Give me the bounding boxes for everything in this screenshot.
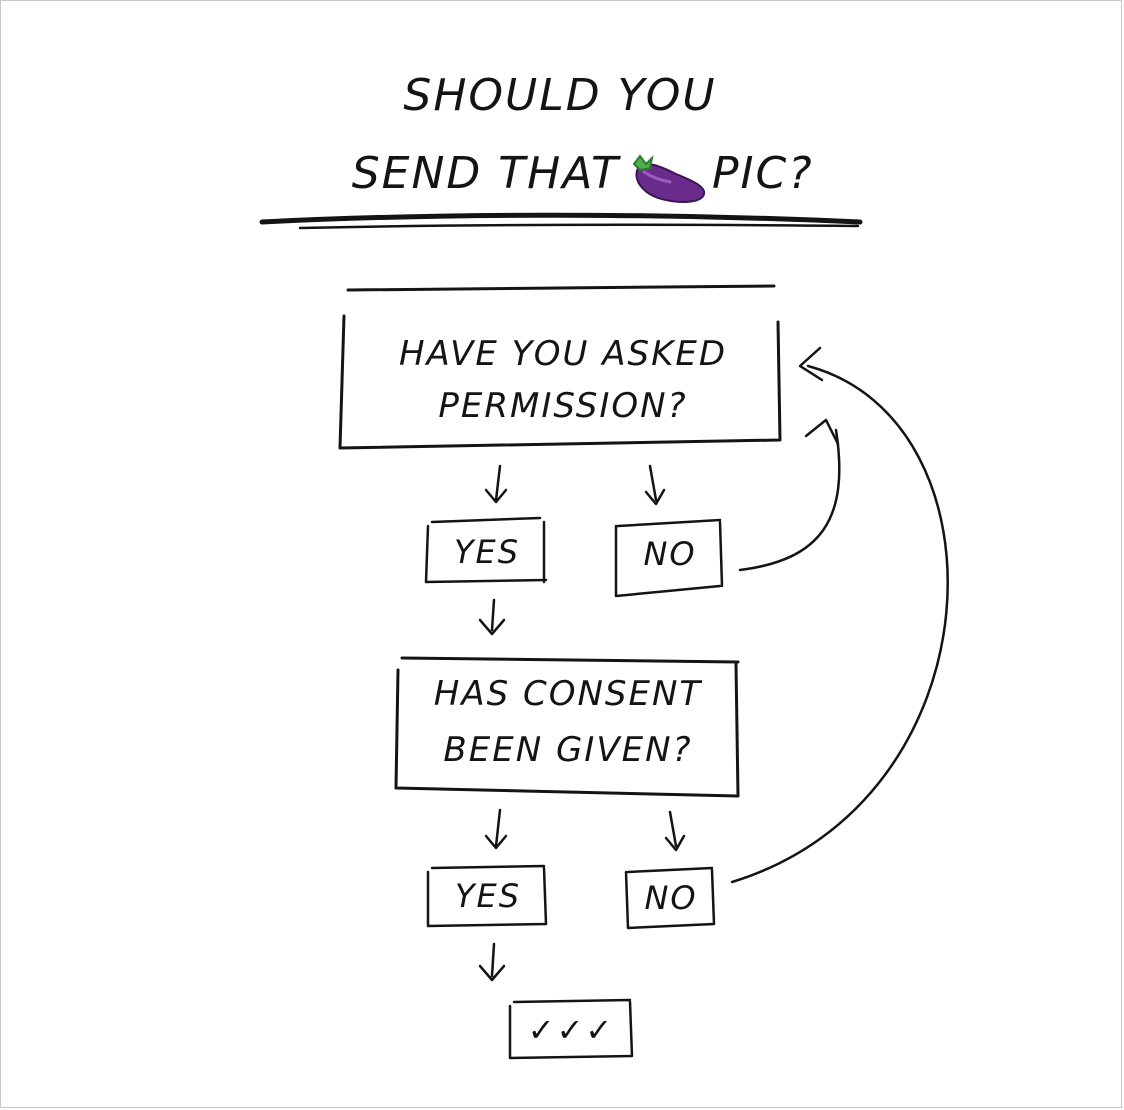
question2-line1: HAS CONSENT	[433, 674, 703, 714]
title-line-2-start: SEND THAT	[351, 148, 620, 199]
no1-box-outline	[614, 518, 724, 598]
answer1-no-label: NO	[643, 535, 697, 573]
question2-box-outline	[394, 656, 740, 798]
arrow-yes1-to-q2	[478, 598, 506, 636]
loop-arrow-no1-to-q1	[738, 428, 841, 572]
arrow-q1-to-no	[644, 464, 666, 506]
question2-line2: BEEN GIVEN?	[443, 730, 693, 770]
yes2-box-outline	[426, 864, 548, 928]
title-line-1: SHOULD YOU	[403, 70, 717, 121]
no2-box-outline	[624, 866, 716, 930]
title-line-2-end: PIC?	[712, 148, 814, 199]
question1-box-outline	[338, 284, 782, 450]
answer2-no-label: NO	[644, 879, 698, 917]
loop-arrow-no2-to-q1	[730, 364, 949, 884]
arrow-q2-to-no	[664, 810, 686, 852]
arrow-yes2-to-result	[478, 942, 506, 982]
question1-line2: PERMISSION?	[438, 386, 688, 426]
eggplant-icon	[632, 154, 706, 203]
question1-line1: HAVE YOU ASKED	[398, 334, 728, 374]
result-box-outline	[508, 998, 634, 1060]
arrow-q1-to-yes	[484, 464, 508, 504]
yes1-box-outline	[424, 516, 548, 584]
result-checkmarks: ✓✓✓	[527, 1011, 615, 1049]
arrow-q2-to-yes	[484, 808, 508, 850]
answer2-yes-label: YES	[454, 877, 522, 915]
title-underline	[259, 212, 863, 225]
answer1-yes-label: YES	[453, 533, 521, 571]
